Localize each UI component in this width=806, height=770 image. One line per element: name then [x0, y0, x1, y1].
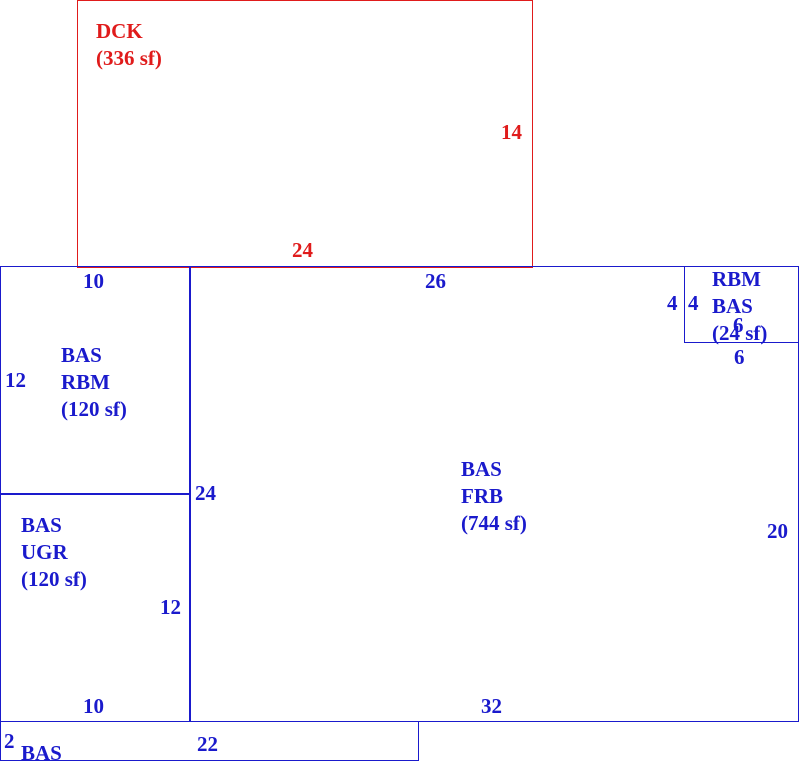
bas-frb-bottom-dimension: 32 [481, 694, 502, 718]
rbm-bas-small-inner-bottom-dimension: 6 [733, 313, 744, 337]
bas-ugr-label: BAS UGR (120 sf) [21, 513, 87, 591]
rbm-bas-small-left-outer-dimension: 4 [667, 291, 678, 315]
bas-rbm-left-top-dimension: 10 [83, 269, 104, 293]
bas-rbm-left-side-dimension: 12 [5, 368, 26, 392]
bas-bottom-strip-top-dimension: 22 [197, 732, 218, 756]
bas-frb-top-dimension: 26 [425, 269, 446, 293]
bas-bottom-strip-side-dimension: 2 [4, 729, 15, 753]
bas-frb-label: BAS FRB (744 sf) [461, 457, 527, 535]
deck-area-label: DCK (336 sf) [96, 19, 162, 70]
rbm-bas-small-bottom-dimension: 6 [734, 345, 745, 369]
bas-rbm-left-label: BAS RBM (120 sf) [61, 343, 127, 421]
deck-base-dimension: 24 [292, 238, 313, 262]
bas-frb-left-dimension: 24 [195, 481, 216, 505]
bas-frb-area [189, 266, 799, 722]
rbm-bas-small-label: RBM BAS (24 sf) [712, 267, 768, 345]
bas-rbm-left-area [0, 266, 191, 495]
bas-ugr-side-dimension: 12 [160, 595, 181, 619]
deck-area [77, 0, 533, 268]
deck-side-dimension: 14 [501, 120, 522, 144]
rbm-bas-small-area [684, 266, 799, 343]
bas-ugr-bottom-dimension: 10 [83, 694, 104, 718]
bas-frb-right-dimension: 20 [767, 519, 788, 543]
bas-bottom-strip-label: BAS [21, 741, 62, 765]
rbm-bas-small-left-inner-dimension: 4 [688, 291, 699, 315]
bas-bottom-strip-area [0, 721, 419, 761]
